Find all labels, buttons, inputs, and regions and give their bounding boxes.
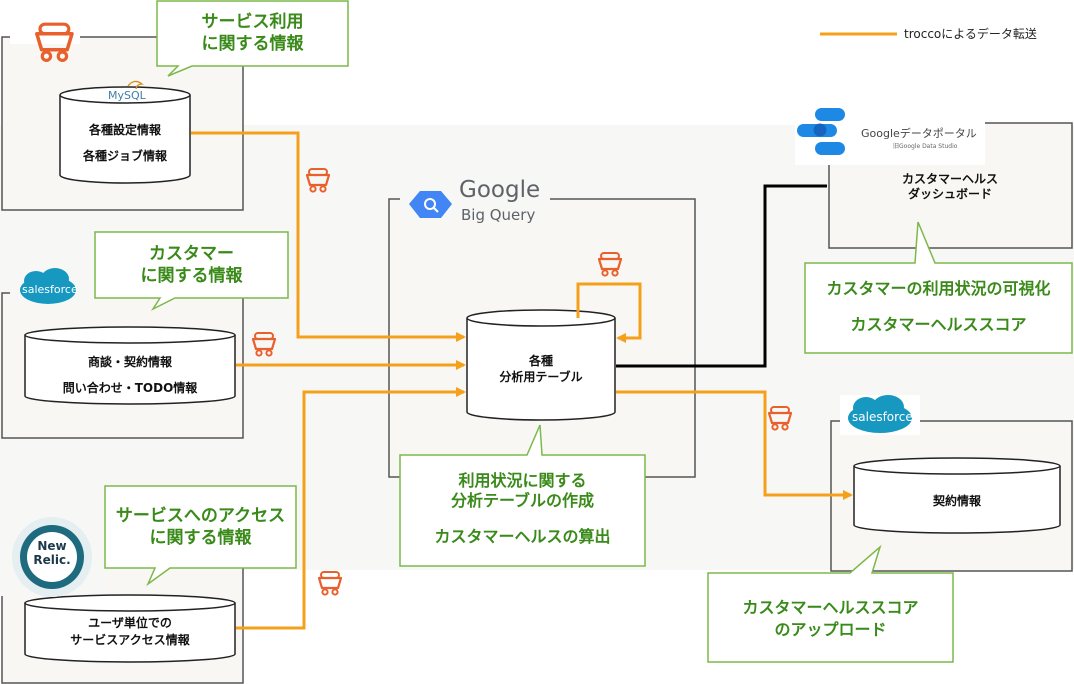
callout-box-service: [156, 0, 349, 77]
salesforce-cloud-icon: [20, 268, 76, 304]
callout-dashboard-text-1: カスタマーの利用状況の可視化: [826, 279, 1051, 298]
mysql-db-label: 各種設定情報 各種ジョブ情報: [82, 123, 167, 163]
callout-box-bigquery: [399, 424, 646, 567]
salesforce-logo-text: salesforce: [22, 283, 78, 296]
salesforce-dest-logo-text: salesforce: [852, 410, 913, 424]
datastudio-logo-icon: [797, 108, 845, 155]
salesforce-db-label: 商談・契約情報 問い合わせ・TODO情報: [62, 355, 198, 395]
dashboard-label: カスタマーヘルス ダッシュボード: [901, 172, 998, 201]
callout-box-customer: [94, 231, 289, 311]
salesforce-cloud-icon: [848, 395, 912, 433]
callout-upload-text: カスタマーヘルススコア のアップロード: [742, 598, 919, 639]
bigquery-brand-text: Google: [459, 177, 541, 203]
link-bigquery-to-dashboard: [616, 184, 827, 368]
callout-service-text: サービス利用 に関する情報: [201, 12, 304, 54]
trocco-icon: [317, 570, 343, 596]
datastudio-title-text: Googleデータポータル: [861, 127, 977, 140]
newrelic-database-cylinder: [24, 594, 236, 663]
bigquery-database-cylinder: [466, 309, 616, 421]
bigquery-hexagon-icon: [409, 191, 452, 218]
bigquery-product-text: Big Query: [461, 206, 536, 224]
contract-db-label: 契約情報: [932, 494, 981, 508]
callout-bigquery-text-2: カスタマーヘルスの算出: [434, 527, 611, 546]
callout-customer-text: カスタマー に関する情報: [140, 244, 243, 286]
bigquery-db-label: 各種 分析用テーブル: [499, 354, 583, 384]
callout-box-upload: [707, 544, 954, 663]
newrelic-logo-text-line1: New: [37, 539, 67, 553]
mysql-logo-text: MySQL: [108, 89, 146, 102]
salesforce-database-cylinder: [24, 326, 236, 405]
mysql-dolphin-icon: [127, 80, 144, 90]
newrelic-logo-icon: [12, 517, 92, 597]
callout-box-dashboard: [804, 221, 1073, 354]
flow-bigquery-to-salesforce: [616, 390, 853, 500]
newrelic-logo-text-line2: Relic.: [33, 553, 71, 567]
callout-dashboard-text-2: カスタマーヘルススコア: [850, 315, 1027, 334]
callout-bigquery-text-1: 利用状況に関する 分析テーブルの作成: [450, 471, 595, 510]
flow-bigquery-loop: [576, 282, 642, 343]
callout-box-access: [104, 485, 297, 587]
salesforce-dest-database-cylinder: [853, 457, 1061, 534]
callout-access-text: サービスへのアクセス に関する情報: [115, 506, 286, 548]
flow-mysql-to-bigquery: [191, 131, 466, 342]
datastudio-subtitle-text: 旧Google Data Studio: [893, 143, 958, 150]
flow-newrelic-to-bigquery: [236, 387, 466, 630]
newrelic-db-label: ユーザ単位での サービスアクセス情報: [70, 616, 190, 647]
legend-label: troccoによるデータ転送: [904, 27, 1037, 41]
mysql-database-cylinder: [59, 86, 191, 184]
